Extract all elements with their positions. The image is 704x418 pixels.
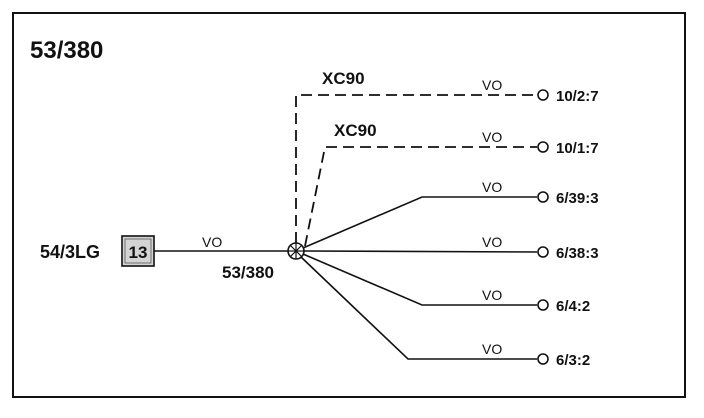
branch-wire-4[interactable] <box>302 253 537 306</box>
branch-code-3: VO <box>482 234 502 250</box>
branch-end-3: 6/38:3 <box>556 245 599 262</box>
branch-wire-0[interactable] <box>295 94 537 243</box>
branch-end-0: 10/2:7 <box>556 88 599 105</box>
terminal-2[interactable] <box>537 191 549 203</box>
branch-code-1: VO <box>482 129 502 145</box>
terminal-0[interactable] <box>537 89 549 101</box>
branch-wire-2[interactable] <box>302 196 537 249</box>
branch-variant-0: XC90 <box>322 69 365 88</box>
connector-box-inner <box>124 238 152 264</box>
branch-code-2: VO <box>482 179 502 195</box>
branch-wire-3[interactable] <box>303 250 538 253</box>
terminal-4[interactable] <box>537 299 549 311</box>
branch-end-4: 6/4:2 <box>556 298 590 315</box>
terminal-3[interactable] <box>537 246 549 258</box>
connector-box <box>121 235 155 267</box>
diagram-frame <box>12 12 686 398</box>
connector-number: 13 <box>129 243 148 262</box>
source-wire-code: VO <box>202 234 222 250</box>
splice-label: 53/380 <box>222 263 274 282</box>
branch-wire-1[interactable] <box>304 146 537 247</box>
source-label: 54/3LG <box>40 242 100 262</box>
terminal-5[interactable] <box>537 353 549 365</box>
branch-variant-1: XC90 <box>334 121 377 140</box>
branch-code-0: VO <box>482 77 502 93</box>
branch-wire-5[interactable] <box>300 256 537 360</box>
branch-end-2: 6/39:3 <box>556 190 599 207</box>
source-connector[interactable]: 13 <box>121 235 155 267</box>
diagram-title: 53/380 <box>30 37 103 64</box>
branch-end-1: 10/1:7 <box>556 140 599 157</box>
branch-end-5: 6/3:2 <box>556 352 590 369</box>
branch-code-5: VO <box>482 341 502 357</box>
branch-code-4: VO <box>482 287 502 303</box>
terminal-1[interactable] <box>537 141 549 153</box>
